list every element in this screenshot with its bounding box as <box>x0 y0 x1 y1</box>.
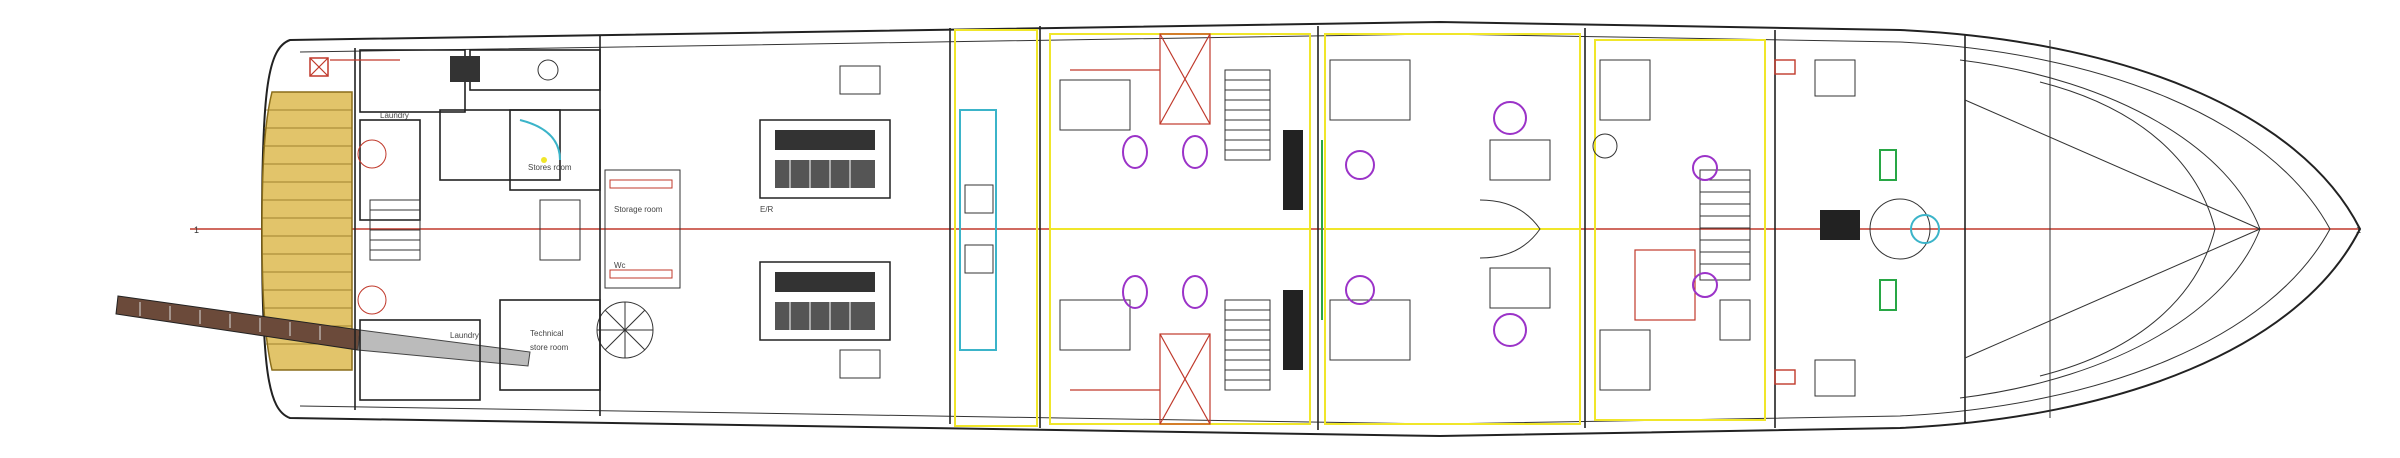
crew-stairs <box>1699 169 1751 281</box>
crew-area <box>1592 30 1966 428</box>
forepeak <box>1964 40 2261 418</box>
swim-platform <box>261 91 353 371</box>
label-lower-left: Laundry <box>450 331 479 340</box>
passerelle <box>115 295 531 367</box>
label-lower-right-sub: store room <box>530 343 569 352</box>
hull-inner-line <box>299 33 2331 425</box>
engine-icon-port <box>759 119 891 199</box>
spiral-stair-icon <box>596 301 654 359</box>
label-aft-cabin: Laundry <box>380 111 409 120</box>
label-lower-right: Technical <box>530 329 564 338</box>
label-engine-center: Storage room <box>614 205 663 214</box>
label-engine-sub: E/R <box>760 205 774 214</box>
label-engine-note: Wc <box>614 261 626 270</box>
label-aft-store: Stores room <box>528 163 572 172</box>
toilet-icon <box>1122 101 1527 347</box>
aft-stairs <box>369 199 421 261</box>
engine-icon-stbd <box>759 261 891 341</box>
cabin-closet-slats <box>1224 69 1271 391</box>
engine-room: Storage room Wc E/R <box>599 28 951 424</box>
bed-icon <box>1059 59 1411 361</box>
bow-inner-line-2 <box>2039 81 2216 377</box>
aft-area: Laundry Stores room Laundry Technical st… <box>309 48 654 410</box>
guest-cabins <box>954 26 1586 430</box>
centerline-marker-aft: 1 <box>194 225 199 235</box>
